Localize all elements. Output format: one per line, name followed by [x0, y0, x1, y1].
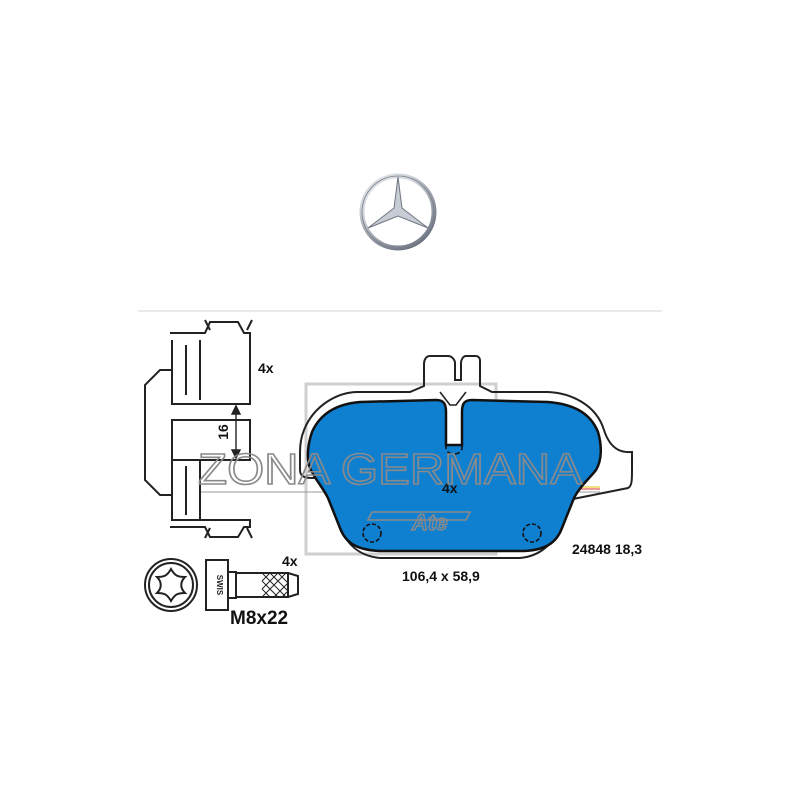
- bolt-side-drawing: [205, 559, 299, 611]
- pad-quantity: 4x: [442, 480, 458, 496]
- pad-size: 106,4 x 58,9: [402, 568, 480, 584]
- svg-text:Ate: Ate: [411, 510, 447, 535]
- mercedes-star-logo: [359, 173, 437, 251]
- clip-dimension: 16: [215, 424, 231, 440]
- bolt-head-drawing: [144, 558, 198, 612]
- watermark-text: ZONA GERMANA: [198, 445, 583, 494]
- pad-part-number: 24848 18,3: [572, 541, 642, 557]
- bolt-head-marking: SWIS: [215, 575, 224, 596]
- bolt-quantity: 4x: [282, 553, 298, 569]
- dimension-line-16: [230, 404, 242, 460]
- clip-quantity: 4x: [258, 360, 274, 376]
- ate-logo: Ate: [366, 509, 472, 536]
- pad-hole-right: [522, 523, 542, 543]
- friction-material: [306, 398, 602, 553]
- bolt-thread-size: M8x22: [230, 608, 288, 629]
- pad-hole-left: [362, 523, 382, 543]
- spring-clip-drawing: [144, 319, 253, 539]
- brake-pad-drawing: [299, 355, 633, 559]
